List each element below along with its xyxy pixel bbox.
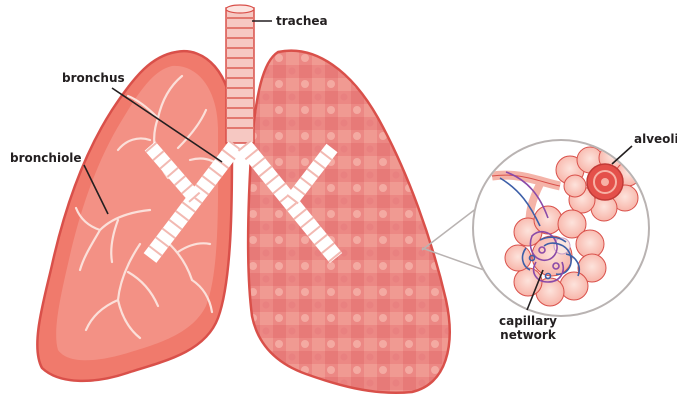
trachea [226, 5, 254, 143]
alveoli-label: alveoli [634, 132, 677, 146]
trachea-label: trachea [276, 14, 328, 28]
capillary-label-line2: network [478, 328, 578, 342]
capillary-network-label: capillary network [478, 314, 578, 342]
alveoli-leader [612, 146, 632, 164]
right-lung [248, 51, 449, 393]
capillary-label-line1: capillary [478, 314, 578, 328]
alveoli-inset [473, 140, 649, 316]
right-lung-outline [248, 51, 449, 393]
bronchiole-label: bronchiole [10, 151, 82, 165]
left-lung [37, 51, 232, 381]
bronchus-label: bronchus [62, 71, 125, 85]
